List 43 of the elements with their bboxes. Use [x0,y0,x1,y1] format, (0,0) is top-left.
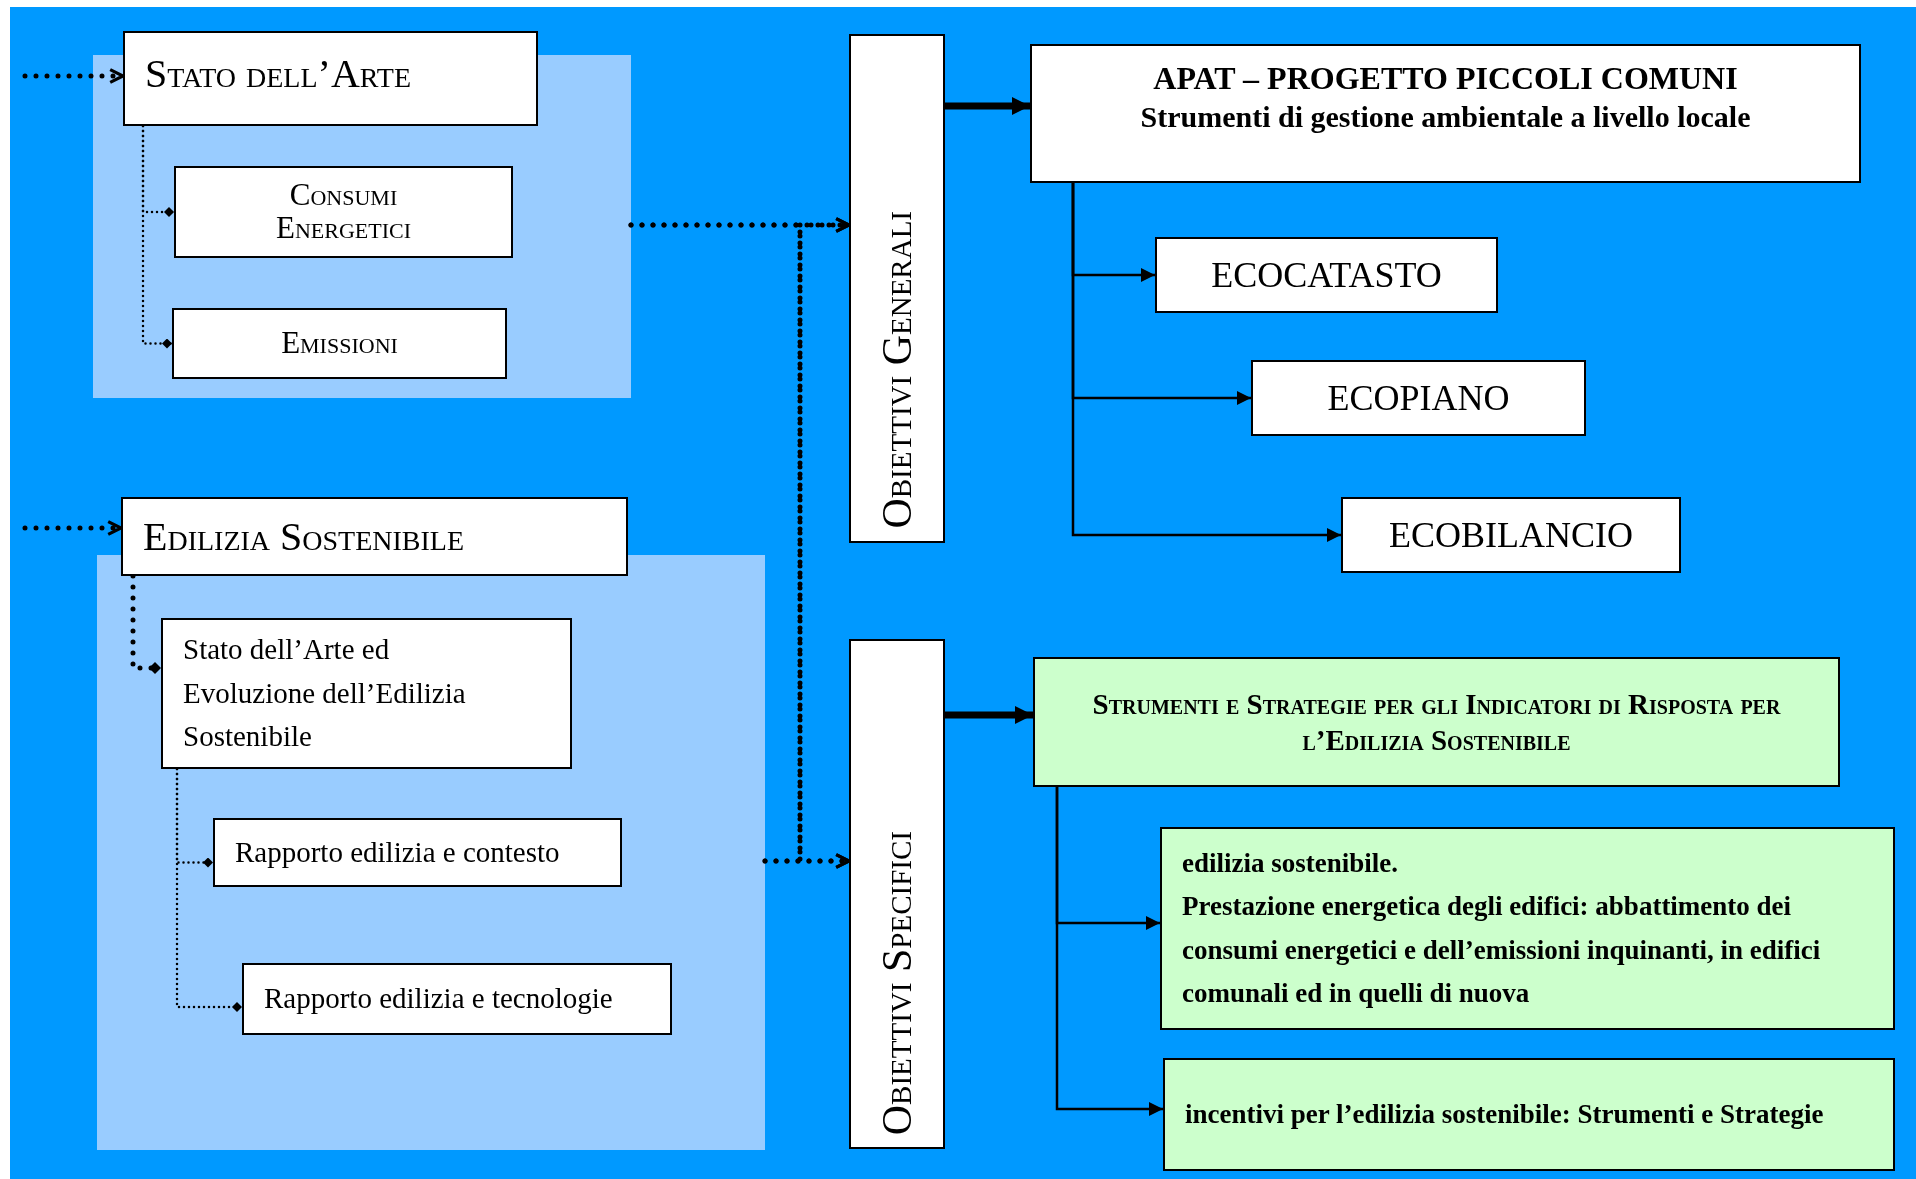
process-box [1155,237,1498,313]
arrow [1071,183,1341,542]
node-text: Strumenti e Strategie per gli Indicatori di Risposta per l’Edilizia Sostenibile [1091,686,1782,758]
text-box [1163,1058,1895,1171]
process-box [172,308,507,379]
node-text: ECOPIANO [1327,377,1510,420]
process-box [1251,360,1586,436]
process-box [161,618,572,769]
process-box [242,963,672,1035]
header-box [1033,657,1840,787]
dotted-arrow [22,68,126,84]
dotted-arrow [628,222,852,869]
node-text: Consumi Energetici [275,179,412,245]
node-text: ECOBILANCIO [1389,514,1633,557]
dotted-arrow [22,520,124,536]
vertical-label-box [849,34,945,543]
arrow [945,97,1030,115]
node-text: Strumenti di gestione ambientale a livello locale [1140,99,1751,135]
group-panel [97,555,765,1150]
vertical-label-box [849,639,945,1149]
dotted-arrow [762,217,852,864]
node-text: ECOCATASTO [1211,254,1442,297]
header-box [1030,44,1861,183]
node-text: incentivi per l’edilizia sostenibile: Strumenti e Strategie [1185,1097,1824,1131]
node-text: Rapporto edilizia e tecnologie [264,981,613,1017]
node-text: Prestazione energetica degli edifici: abbattimento dei consumi energetici e dell’emissioni inquinanti, in edifici comunali ed in quelli di nuova [1182,890,1822,1010]
arrow [945,706,1033,724]
title-box [123,31,538,126]
node-text: Stato dell’Arte [145,50,411,98]
node-text: Stato dell’Arte ed Evoluzione dell’Edilizia Sostenibile [183,632,467,755]
process-box [174,166,513,258]
node-text: Obiettivi Generali [872,211,921,529]
node-text: Rapporto edilizia e contesto [235,834,560,870]
text-box [1160,827,1895,1030]
node-text: Obiettivi Specifici [872,830,921,1135]
node-text: Emissioni [281,324,398,363]
arrow [1055,787,1163,1116]
node-text: APAT – PROGETTO PICCOLI COMUNI [1153,59,1738,98]
node-text: Edilizia Sostenibile [143,512,465,561]
title-box [121,497,628,576]
process-box [213,818,622,887]
node-text: edilizia sostenibile. [1182,847,1399,881]
process-box [1341,497,1681,573]
